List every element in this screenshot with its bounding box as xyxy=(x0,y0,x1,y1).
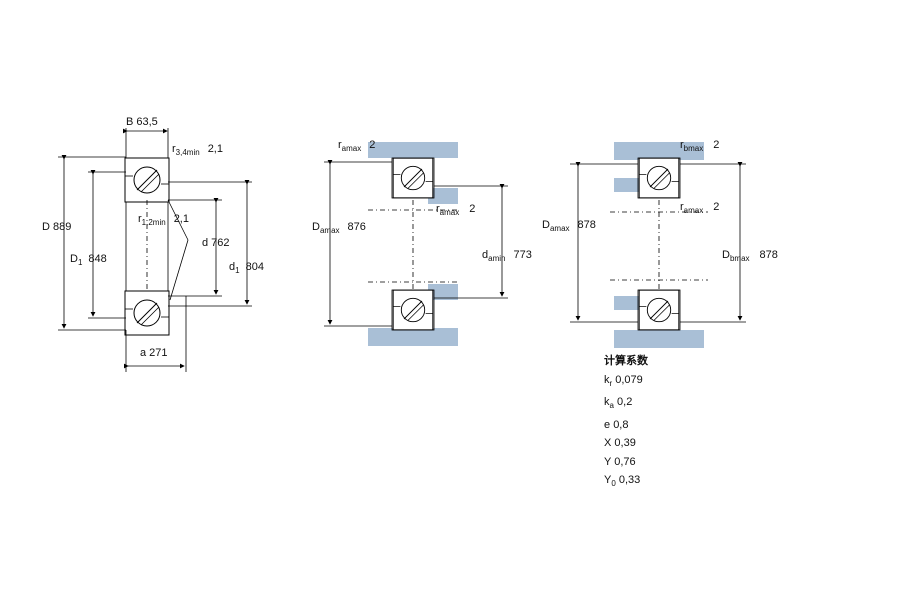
factors-title: 计算系数 xyxy=(604,355,648,367)
factor-row: Y 0,76 xyxy=(604,453,648,472)
factor-value: 0,2 xyxy=(617,396,633,409)
factor-symbol: k xyxy=(604,396,610,409)
factor-symbol: k xyxy=(604,373,610,386)
factor-subscript: 0 xyxy=(611,479,616,489)
factor-row: ka 0,2 xyxy=(604,393,648,416)
factor-value: 0,39 xyxy=(614,437,636,450)
factor-row: X 0,39 xyxy=(604,434,648,453)
factor-value: 0,76 xyxy=(614,455,636,468)
factor-subscript: a xyxy=(609,401,614,411)
factor-symbol: Y xyxy=(604,455,612,468)
factor-value: 0,8 xyxy=(613,418,629,431)
factor-subscript: r xyxy=(609,378,613,388)
bore-diameter-label: d 762 xyxy=(202,237,230,249)
factor-row: e 0,8 xyxy=(604,416,648,435)
outer-diameter-label: D 889 xyxy=(42,221,71,233)
b-width-label: B 63,5 xyxy=(126,116,158,128)
factor-symbol: X xyxy=(604,437,612,450)
factor-row: kr 0,079 xyxy=(604,371,648,394)
factor-symbol: e xyxy=(604,418,611,431)
load-center-label: a 271 xyxy=(140,347,168,359)
factor-value: 0,079 xyxy=(615,373,643,386)
factor-symbol: Y xyxy=(604,474,612,487)
factor-value: 0,33 xyxy=(618,474,641,487)
factor-row: Y0 0,33 xyxy=(604,471,648,494)
